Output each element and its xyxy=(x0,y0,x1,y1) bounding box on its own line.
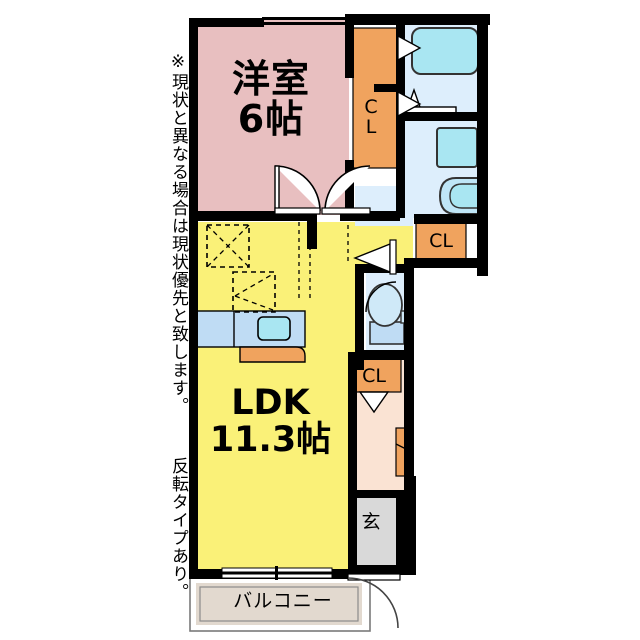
kitchen-sink-basin xyxy=(257,316,291,341)
room-label-closet-3: CL xyxy=(362,365,386,387)
room-fill-bedroom xyxy=(197,18,349,215)
door-closet-3 xyxy=(358,391,390,414)
room-label-ldk: LDK 11.3帖 xyxy=(209,383,332,460)
washer-space-icon xyxy=(232,271,276,313)
door-closet-1 xyxy=(397,34,422,118)
closet-1-rod xyxy=(374,84,402,92)
washbasin-bowl-icon xyxy=(367,283,403,327)
toilet-seat-icon xyxy=(449,183,479,209)
toilet-tank-icon xyxy=(436,127,478,168)
window-balcony xyxy=(221,566,333,580)
kitchen-base-cabinet xyxy=(239,346,306,363)
ldk-partition-dashed xyxy=(298,222,349,300)
door-entrance xyxy=(347,573,401,629)
door-hall-bedroom xyxy=(321,165,371,215)
room-label-bedroom: 洋室 6帖 xyxy=(231,57,310,141)
room-label-balcony: バルコニー xyxy=(233,590,333,612)
door-washroom xyxy=(365,281,397,313)
room-label-closet-2: CL xyxy=(429,230,453,252)
room-label-closet-1: C L xyxy=(364,96,378,138)
disclaimer-note: ※現状と異なる場合は現状優先と致します。 反転タイプあり。 xyxy=(168,52,188,601)
room-label-genkan: 玄 xyxy=(361,511,381,533)
room-fill-balcony xyxy=(196,583,362,625)
balcony-inner-line xyxy=(199,586,359,622)
door-bedroom xyxy=(274,165,321,215)
closet-2-fill xyxy=(415,221,467,265)
room-fill-ldk xyxy=(197,222,355,577)
bathtub-icon xyxy=(411,27,479,75)
door-ldk-hall xyxy=(353,239,397,275)
refrigerator-space-icon xyxy=(206,224,250,268)
